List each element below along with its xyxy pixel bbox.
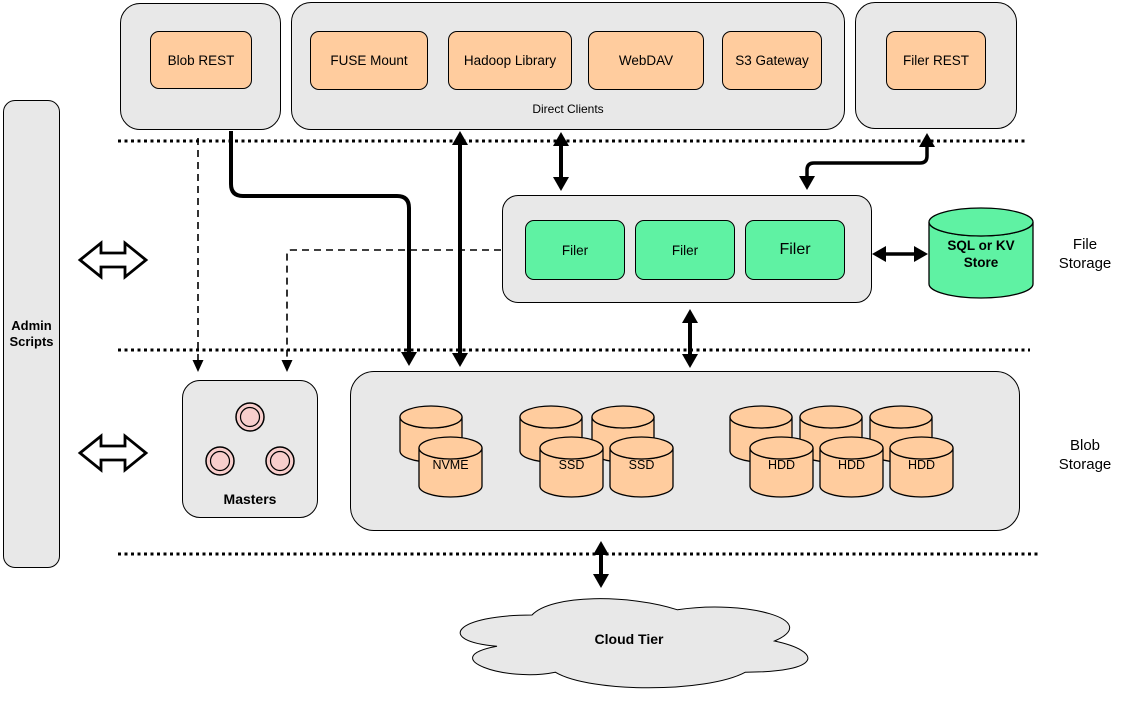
admin-scripts-label: Admin Scripts <box>9 317 54 349</box>
s3-gateway-node: S3 Gateway <box>722 31 822 90</box>
blob-rest-label: Blob REST <box>167 52 235 68</box>
filer-rest-label: Filer REST <box>902 53 969 68</box>
blob-rest-node: Blob REST <box>150 31 252 89</box>
filer-label-3: Filer <box>779 241 811 258</box>
filer-node-1: Filer <box>525 220 625 280</box>
filer-label-1: Filer <box>561 242 589 258</box>
admin-scripts-box: Admin Scripts <box>3 100 60 568</box>
webdav-node: WebDAV <box>588 31 704 90</box>
fuse-mount-node: FUSE Mount <box>310 31 428 90</box>
fuse-mount-label: FUSE Mount <box>330 53 408 68</box>
masters-box <box>182 380 318 518</box>
filer-label-2: Filer <box>671 242 699 258</box>
volume-servers-container <box>350 371 1020 531</box>
filer-node-2: Filer <box>635 220 735 280</box>
hadoop-library-label: Hadoop Library <box>463 53 557 68</box>
hadoop-library-node: Hadoop Library <box>448 31 572 90</box>
s3-gateway-label: S3 Gateway <box>735 53 809 68</box>
filer-rest-node: Filer REST <box>886 31 986 90</box>
webdav-label: WebDAV <box>618 53 674 68</box>
filer-node-3: Filer <box>745 220 845 280</box>
